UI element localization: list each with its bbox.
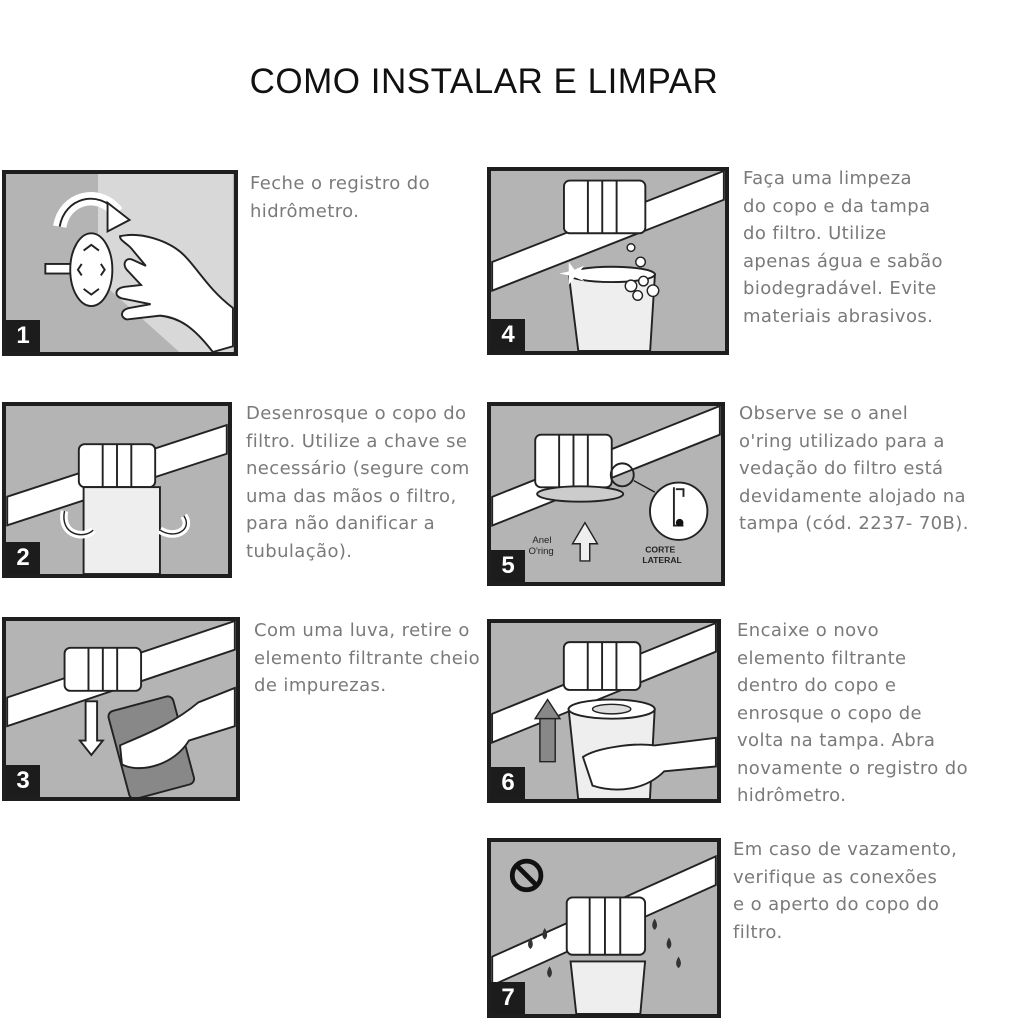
step-4-number: 4 xyxy=(491,319,525,351)
step-2-number: 2 xyxy=(6,542,40,574)
step-5-number: 5 xyxy=(491,550,525,582)
step-2-text: Desenrosque o copo do filtro. Utilize a … xyxy=(246,403,470,562)
page-title: COMO INSTALAR E LIMPAR xyxy=(249,62,719,101)
step-1-illustration: 1 xyxy=(2,170,238,356)
step-3-number: 3 xyxy=(6,765,40,797)
step-1-number: 1 xyxy=(6,320,40,352)
clean-cup-icon xyxy=(491,171,725,351)
corte-label-line1: CORTE xyxy=(645,544,675,554)
corte-label-line2: LATERAL xyxy=(642,555,681,565)
oring-label: Anel O'ring xyxy=(529,535,555,557)
step-6-number: 6 xyxy=(491,767,525,799)
step-6-text: Encaixe o novo elemento filtrante dentro… xyxy=(737,620,969,806)
unscrew-cup-icon xyxy=(6,423,228,574)
no-entry-icon xyxy=(509,858,544,893)
step-5-illustration: Anel O'ring CORTE LATERAL 5 xyxy=(487,402,725,586)
step-1-text: Feche o registro do hidrômetro. xyxy=(250,173,430,222)
check-oring-icon: Anel O'ring CORTE LATERAL xyxy=(491,406,721,565)
insert-new-element-icon xyxy=(491,623,717,799)
oring-label-line2: O'ring xyxy=(529,546,554,557)
step-2-illustration: 2 xyxy=(2,402,232,578)
oring-label-line1: Anel xyxy=(532,535,551,546)
step-5-text: Observe se o anel o'ring utilizado para … xyxy=(739,403,969,534)
hand-closing-valve-icon xyxy=(44,174,234,352)
step-4-illustration: 4 xyxy=(487,167,729,355)
step-7-text: Em caso de vazamento, verifique as conex… xyxy=(733,839,958,943)
step-7-number: 7 xyxy=(491,982,525,1014)
step-7-illustration: 7 xyxy=(487,838,721,1018)
step-3-text: Com uma luva, retire o elemento filtrant… xyxy=(254,620,481,696)
corte-label: CORTE LATERAL xyxy=(642,544,681,565)
step-3-illustration: 3 xyxy=(2,617,240,801)
step-4-text: Faça uma limpeza do copo e da tampa do f… xyxy=(743,168,943,327)
remove-filter-element-icon xyxy=(6,621,236,797)
leak-warning-icon xyxy=(491,854,717,1014)
step-6-illustration: 6 xyxy=(487,619,721,803)
